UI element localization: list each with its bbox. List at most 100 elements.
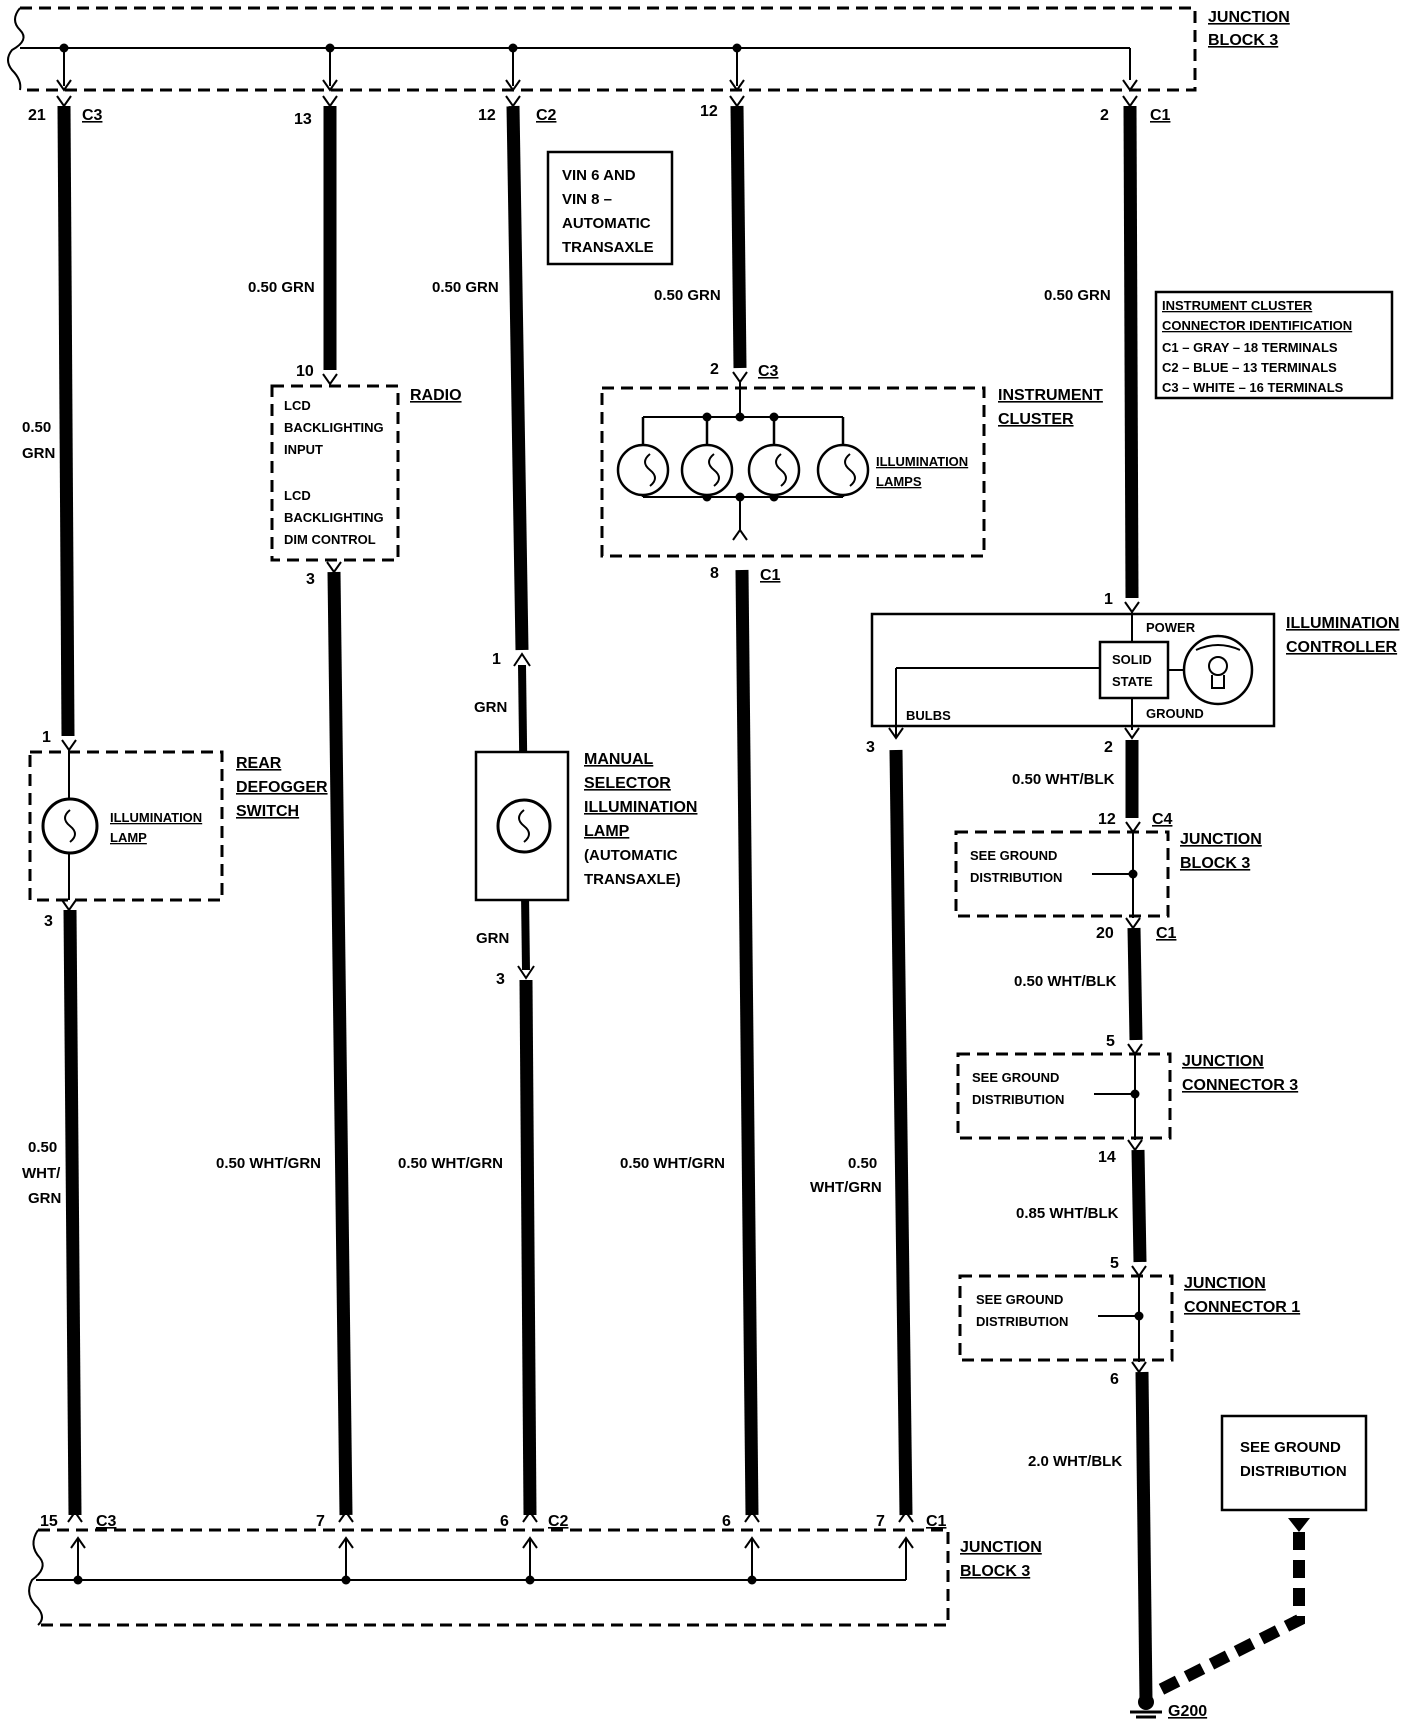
selector-label-5: (AUTOMATIC (584, 847, 678, 864)
defog-label-3: SWITCH (236, 803, 299, 820)
bot-pin-4: 6 (722, 1513, 731, 1530)
illumination-controller: POWER SOLID STATE BULBS GROUND 1 2 3 ILL… (866, 591, 1399, 756)
vin-line-3: AUTOMATIC (562, 215, 651, 232)
junction-connector-3: SEE GROUND DISTRIBUTION 5 14 JUNCTION CO… (956, 1033, 1298, 1166)
bot-conn-1: C3 (96, 1513, 117, 1530)
w3-bot: 0.50 WHT/GRN (398, 1155, 503, 1172)
conn-id-c1: C1 – GRAY – 18 TERMINALS (1162, 340, 1338, 355)
defog-lamp-2: LAMP (110, 830, 147, 845)
ctrl-label-1: ILLUMINATION (1286, 615, 1399, 632)
jb3-label-2: BLOCK 3 (1180, 855, 1250, 872)
top-conn-5: C1 (1150, 107, 1171, 124)
jb-bot-label-1: JUNCTION (960, 1539, 1042, 1556)
conn-id-c2: C2 – BLUE – 13 TERMINALS (1162, 360, 1337, 375)
wire-2-bottom (327, 571, 353, 1516)
radio-label: RADIO (410, 387, 462, 404)
jc3-pin-bot: 14 (1098, 1149, 1116, 1166)
jb-top-label-2: BLOCK 3 (1208, 32, 1278, 49)
vin-line-4: TRANSAXLE (562, 239, 654, 256)
jc1-pin-bot: 6 (1110, 1371, 1119, 1388)
bot-conn-3: C2 (548, 1513, 569, 1530)
bot-conn-5: C1 (926, 1513, 947, 1530)
selector-pin-bot: 3 (496, 971, 505, 988)
ctrl-label-2: CONTROLLER (1286, 639, 1398, 656)
jb-bot-label-2: BLOCK 3 (960, 1563, 1030, 1580)
manual-selector-lamp: 1 3 MANUAL SELECTOR ILLUMINATION LAMP (A… (474, 651, 697, 988)
instrument-cluster: ILLUMINATION LAMPS 2 C3 8 C1 INSTRUMENT … (600, 361, 1103, 584)
ctrl-pin-power: 1 (1104, 591, 1113, 608)
radio-text-4: LCD (284, 488, 311, 503)
vin-line-1: VIN 6 AND (562, 167, 636, 184)
junction-connector-1: SEE GROUND DISTRIBUTION 5 6 JUNCTION CON… (958, 1255, 1300, 1388)
top-pin-3: 12 (478, 107, 496, 124)
ctrl-pin-bulbs: 3 (866, 739, 875, 756)
bot-pin-3: 6 (500, 1513, 509, 1530)
wire-5-bulbs (889, 749, 913, 1516)
bot-pin-2: 7 (316, 1513, 325, 1530)
jc3-text-1: SEE GROUND (972, 1070, 1059, 1085)
cluster-label-1: INSTRUMENT (998, 387, 1103, 404)
top-pin-4: 12 (700, 103, 718, 120)
jc1-label-2: CONNECTOR 1 (1184, 1299, 1300, 1316)
w4-bot: 0.50 WHT/GRN (620, 1155, 725, 1172)
selector-label-1: MANUAL (584, 751, 654, 768)
wire-3-bottom (519, 979, 537, 1516)
radio-text-5: BACKLIGHTING (284, 510, 384, 525)
radio-text-1: LCD (284, 398, 311, 413)
jb3-pin-bot: 20 (1096, 925, 1114, 942)
cluster-lamps-2: LAMPS (876, 474, 922, 489)
jc1-text-2: DISTRIBUTION (976, 1314, 1068, 1329)
radio-pin-bot: 3 (306, 571, 315, 588)
bot-pin-5: 7 (876, 1513, 885, 1530)
w1-bot-c: GRN (28, 1190, 61, 1207)
jb3-conn-top: C4 (1152, 811, 1173, 828)
ground-g200: G200 (1130, 1694, 1207, 1720)
vin-note: VIN 6 AND VIN 8 – AUTOMATIC TRANSAXLE (546, 150, 674, 266)
ctrl-pin-ground: 2 (1104, 739, 1113, 756)
jb3-text-1: SEE GROUND (970, 848, 1057, 863)
cluster-conn-bot: C1 (760, 567, 781, 584)
ctrl-solid-2: STATE (1112, 674, 1153, 689)
cluster-label-2: CLUSTER (998, 411, 1074, 428)
ground-note-1: SEE GROUND (1240, 1439, 1341, 1456)
jc3-label-2: CONNECTOR 3 (1182, 1077, 1298, 1094)
jc1-pin-top: 5 (1110, 1255, 1119, 1272)
conn-id-title-1: INSTRUMENT CLUSTER (1162, 298, 1313, 313)
conn-id-title-2: CONNECTOR IDENTIFICATION (1162, 318, 1352, 333)
cluster-pin-top: 2 (710, 361, 719, 378)
jc3-label-1: JUNCTION (1182, 1053, 1264, 1070)
wire-3-top (506, 105, 529, 651)
w2-bot: 0.50 WHT/GRN (216, 1155, 321, 1172)
radio-pin-top: 10 (296, 363, 314, 380)
defog-label-1: REAR (236, 755, 282, 772)
junction-block-top: JUNCTION BLOCK 3 (7, 6, 1290, 92)
defog-lamp-1: ILLUMINATION (110, 810, 202, 825)
wire-4-top (730, 105, 747, 369)
rear-defogger-switch: ILLUMINATION LAMP 1 3 REAR DEFOGGER SWIT… (28, 729, 328, 930)
selector-label-3: ILLUMINATION (584, 799, 697, 816)
wire-1-top (57, 105, 75, 737)
defog-label-2: DEFOGGER (236, 779, 328, 796)
jb3-text-2: DISTRIBUTION (970, 870, 1062, 885)
radio-text-6: DIM CONTROL (284, 532, 376, 547)
w3-mid-b: GRN (476, 930, 509, 947)
w1-top-a: 0.50 (22, 419, 51, 436)
jc3-text-2: DISTRIBUTION (972, 1092, 1064, 1107)
cluster-pin-bot: 8 (710, 565, 719, 582)
radio-text-2: BACKLIGHTING (284, 420, 384, 435)
ground-wire-3 (1131, 1149, 1147, 1263)
ctrl-ground: GROUND (1146, 706, 1204, 721)
cluster-lamps-1: ILLUMINATION (876, 454, 968, 469)
top-pin-5: 2 (1100, 107, 1109, 124)
defog-pin-bot: 3 (44, 913, 53, 930)
wire-4-bottom (735, 569, 759, 1516)
radio-text-3: INPUT (284, 442, 323, 457)
ground-distribution-note: SEE GROUND DISTRIBUTION (1157, 1414, 1368, 1696)
top-conn-1: C3 (82, 107, 103, 124)
w1-top-b: GRN (22, 445, 55, 462)
wire-5-power (1123, 105, 1139, 599)
defog-pin-top: 1 (42, 729, 51, 746)
w2-top: 0.50 GRN (248, 279, 315, 296)
cluster-conn-top: C3 (758, 363, 779, 380)
ground-label: G200 (1168, 1703, 1207, 1720)
